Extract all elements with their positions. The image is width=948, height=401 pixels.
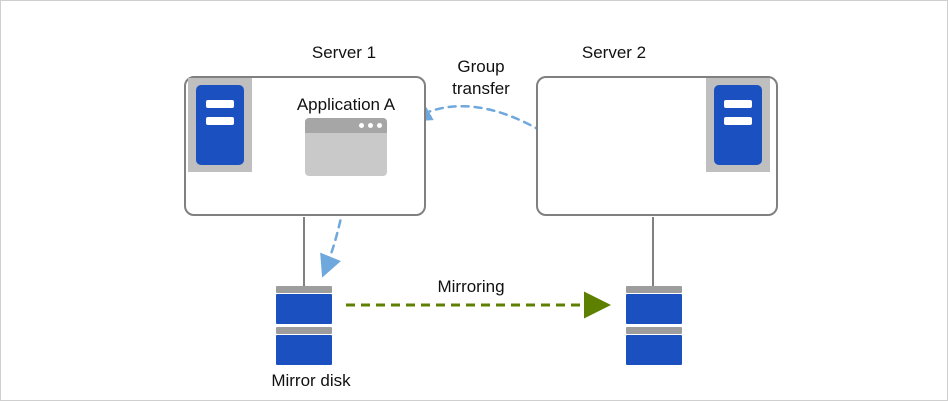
- mirror-disk-label: Mirror disk: [271, 371, 351, 390]
- server1-label: Server 1: [311, 43, 377, 62]
- disk-unit-icon: [626, 286, 682, 324]
- server-tower-icon: [714, 85, 762, 165]
- server-tower-icon: [196, 85, 244, 165]
- server-drive-bay-icon: [724, 117, 752, 125]
- app-window-icon: [305, 118, 387, 176]
- server-drive-bay-icon: [206, 117, 234, 125]
- disk-cap-icon: [626, 327, 682, 334]
- disk-body-icon: [276, 294, 332, 324]
- mirror-disk-left-icon: [276, 286, 332, 368]
- server2-label: Server 2: [581, 43, 647, 62]
- group-transfer-arrow: [408, 100, 555, 140]
- server-drive-bay-icon: [206, 100, 234, 108]
- window-dot-icon: [359, 123, 364, 128]
- disk-unit-icon: [276, 286, 332, 324]
- disk-body-icon: [626, 294, 682, 324]
- disk-unit-icon: [276, 327, 332, 365]
- window-dot-icon: [377, 123, 382, 128]
- mirror-disk-right-icon: [626, 286, 682, 368]
- disk-unit-icon: [626, 327, 682, 365]
- application-label: Application A: [296, 95, 396, 114]
- disk-body-icon: [276, 335, 332, 365]
- disk-cap-icon: [276, 327, 332, 334]
- server1-server-icon: [188, 78, 252, 172]
- group-transfer-label: Group transfer: [452, 57, 510, 99]
- server2-server-icon: [706, 78, 770, 172]
- app-window-titlebar-icon: [305, 118, 387, 133]
- mirroring-label: Mirroring: [437, 277, 505, 296]
- disk-cap-icon: [626, 286, 682, 293]
- window-dot-icon: [368, 123, 373, 128]
- disk-cap-icon: [276, 286, 332, 293]
- disk-body-icon: [626, 335, 682, 365]
- server-drive-bay-icon: [724, 100, 752, 108]
